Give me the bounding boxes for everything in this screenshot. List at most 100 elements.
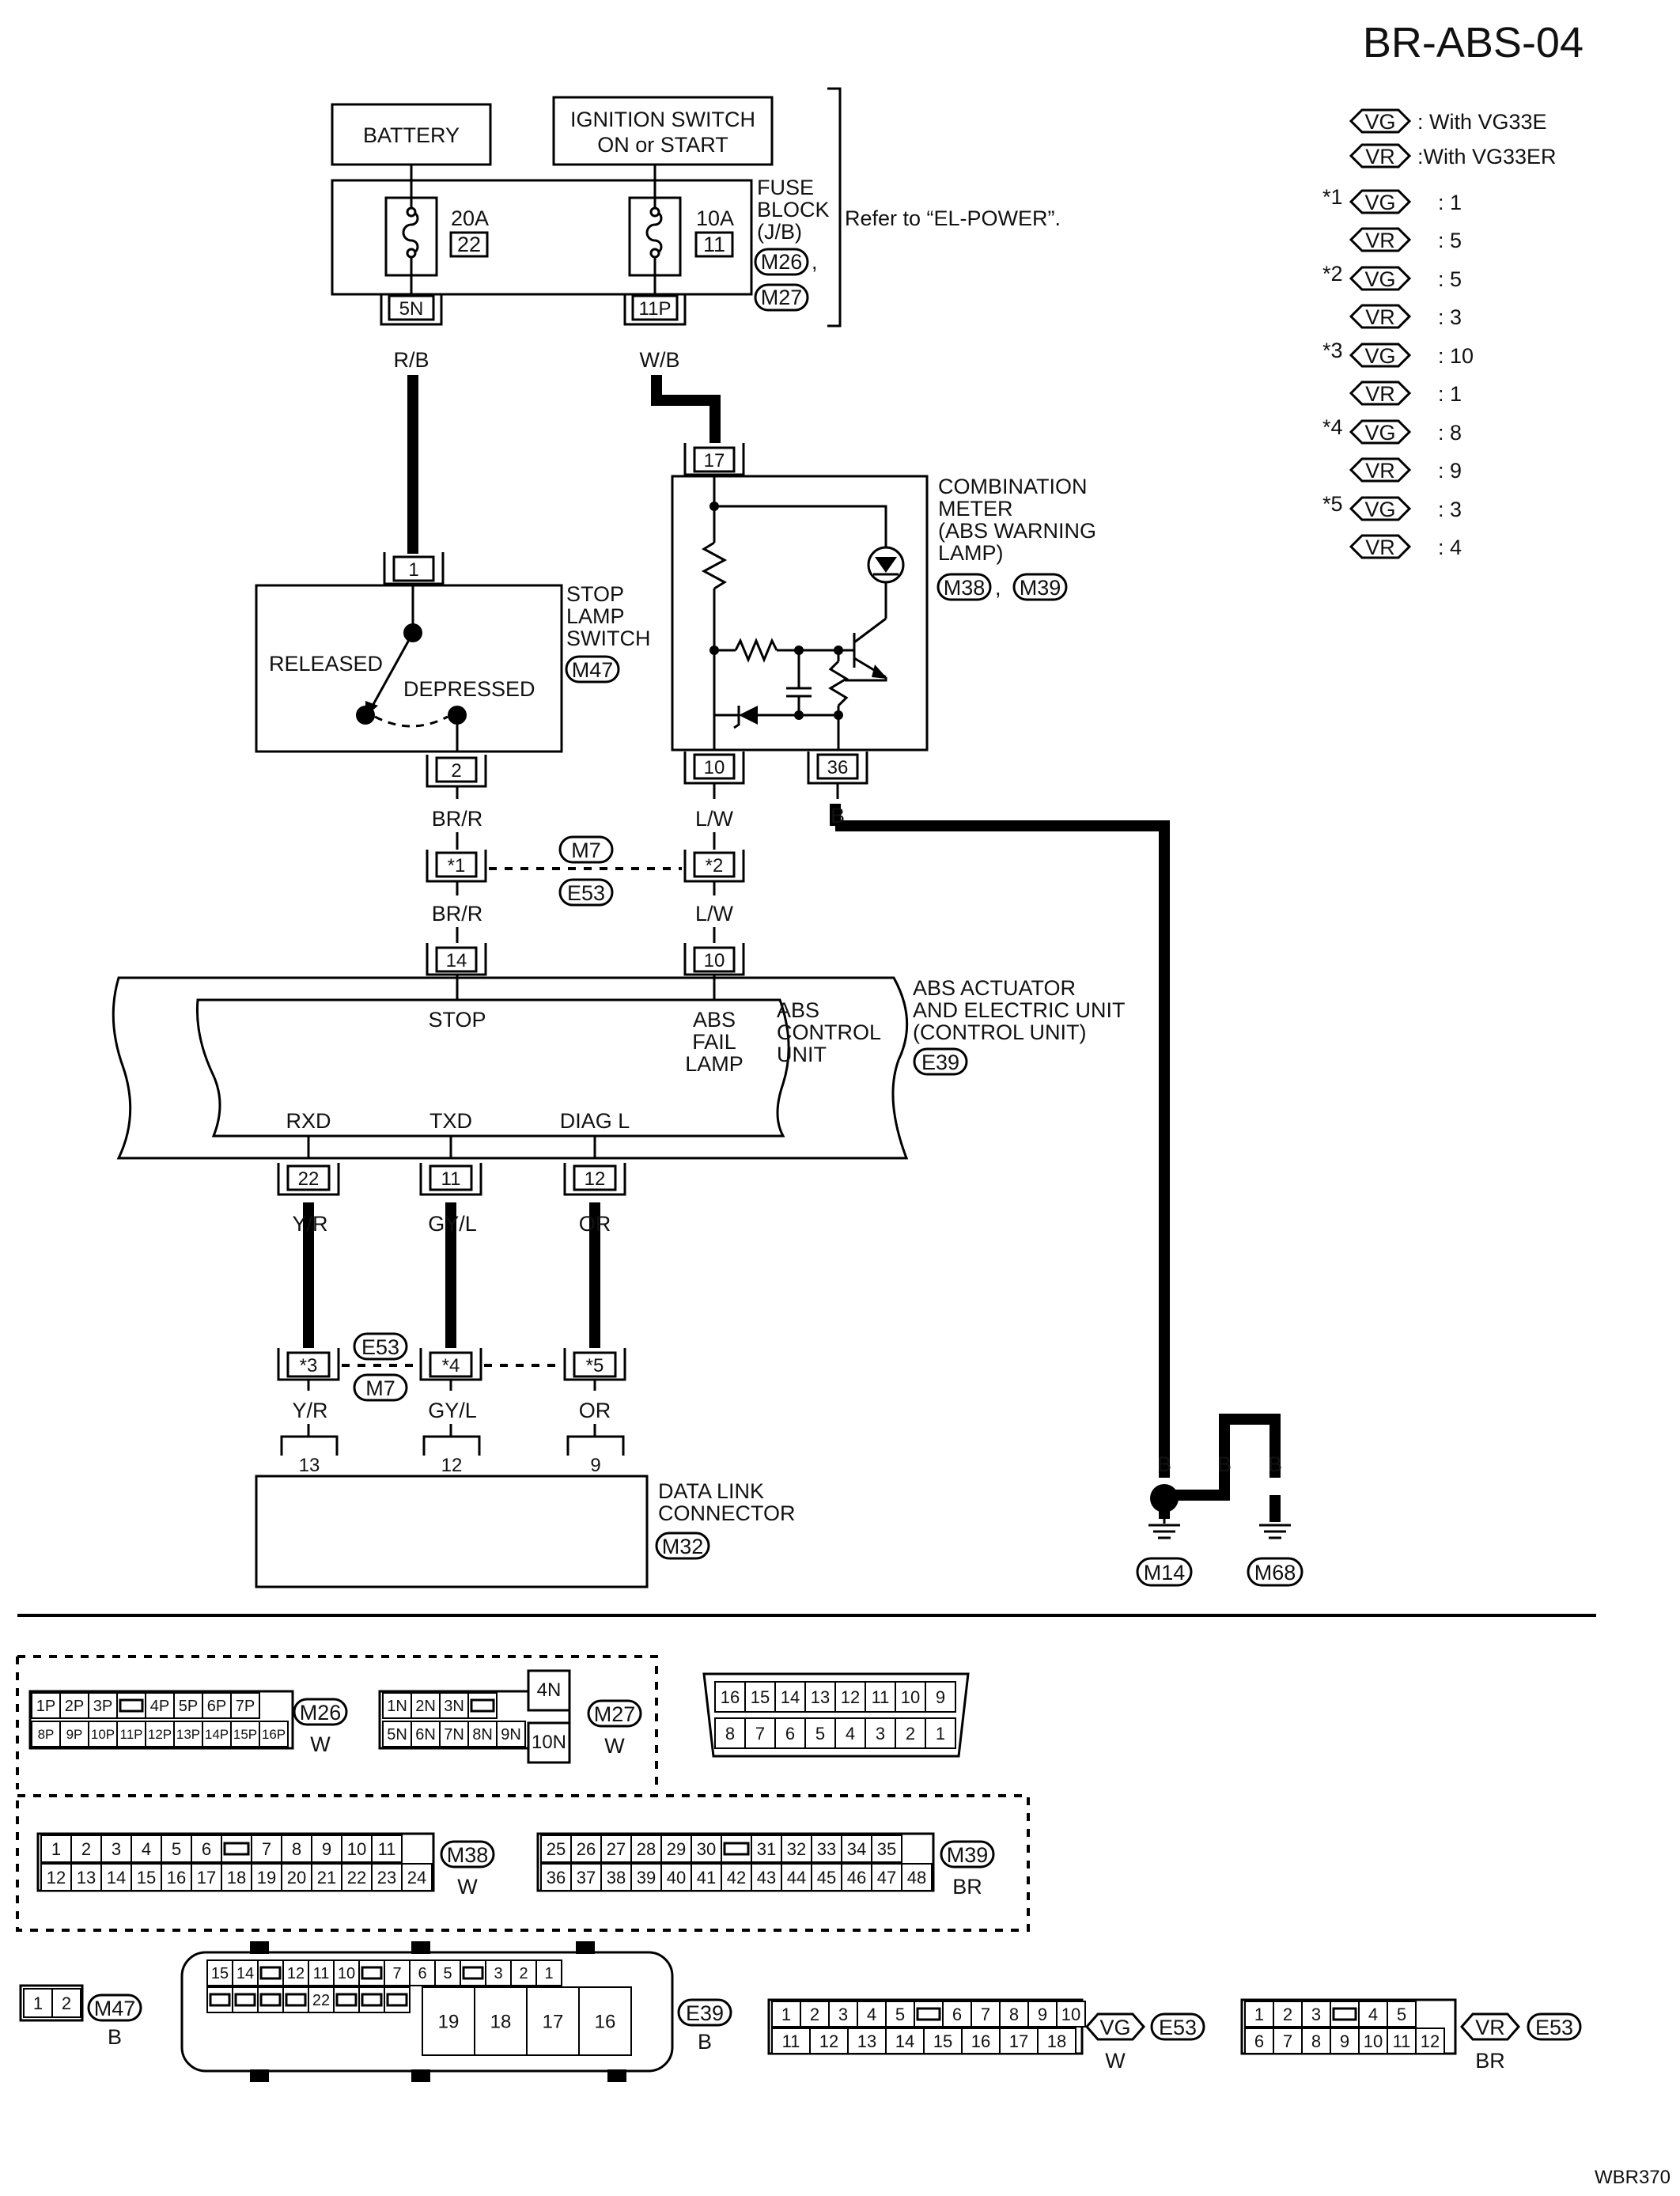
pin-label: 2N (415, 1698, 436, 1715)
pin-label: 6 (785, 1724, 795, 1744)
svg-text:*1: *1 (448, 855, 466, 877)
meter-label-3: (ABS WARNING (938, 519, 1096, 543)
wire-label-br-r-2: BR/R (432, 902, 483, 926)
pin-cell (173, 1692, 203, 1719)
pin-cell (535, 1959, 562, 1986)
fuse-block-label-1: FUSE (757, 176, 814, 199)
pin-cell (1273, 2028, 1303, 2054)
pin-cell (857, 2001, 887, 2028)
wire-label-or-2: OR (579, 1399, 611, 1422)
pin-cell (834, 1717, 866, 1749)
meter-comma: , (995, 576, 1001, 600)
pin-label: 14 (107, 1868, 126, 1887)
terminal-5n: 5N (380, 294, 443, 326)
svg-text:M7: M7 (571, 839, 601, 862)
pin-label: 1 (33, 1993, 43, 2013)
pin-cell (1056, 2001, 1086, 2028)
pin-cell (333, 1959, 360, 1986)
svg-text:5N: 5N (399, 298, 424, 320)
pin-label: 43 (757, 1868, 776, 1887)
pin-cell (206, 1959, 233, 1986)
pin-cell (800, 2001, 830, 2028)
pin-label: 3P (93, 1698, 112, 1715)
pin-label: 4 (846, 1724, 855, 1744)
fuse-block-refer: Refer to “EL-POWER”. (845, 206, 1061, 230)
pin-key (723, 1842, 750, 1856)
stop-switch-label-2: LAMP (566, 604, 625, 628)
wire-label-y-r-2: Y/R (292, 1399, 327, 1422)
ignition-label-1: IGNITION SWITCH (570, 108, 755, 131)
svg-text:E53: E53 (567, 881, 605, 905)
svg-text:*4: *4 (442, 1355, 460, 1376)
pin-label: 10 (901, 1687, 920, 1707)
fuse-block-conn-m26: M26 (761, 250, 803, 274)
pin-label: 46 (847, 1868, 866, 1887)
terminal-abs-11: 11 (419, 1163, 482, 1196)
pin-key (119, 1698, 144, 1713)
pin-cell (251, 1863, 282, 1891)
pin-cell (744, 1717, 776, 1749)
pin-cell (371, 1863, 403, 1891)
pin-label: 47 (877, 1868, 896, 1887)
pin-label: 9 (1038, 2005, 1047, 2024)
pin-cell (311, 1863, 342, 1891)
pin-cell (401, 1863, 433, 1891)
resistor-icon (734, 638, 778, 663)
legend-vr-tag: VR (1365, 145, 1395, 168)
pin-label: 8 (292, 1839, 301, 1859)
pin-cell (409, 1959, 436, 1986)
stop-switch-label-1: STOP (566, 582, 624, 606)
pin-label: 3 (838, 2005, 848, 2024)
meter-conn-m39: M39 (1020, 576, 1061, 600)
pin-label: 8 (725, 1724, 735, 1744)
svg-text:*5: *5 (586, 1355, 604, 1376)
pin-label: 14P (205, 1727, 229, 1742)
pin-cell (526, 1986, 580, 2056)
pin-label: 12 (287, 1965, 305, 1982)
pin-label: 28 (637, 1839, 656, 1859)
pin-label: 10P (91, 1727, 115, 1742)
fuse-20a-icon (402, 198, 419, 275)
svg-text:M27: M27 (594, 1702, 636, 1726)
pin-label: 11 (1393, 2031, 1411, 2051)
pin-label: 13 (77, 1868, 96, 1887)
pin-cell (895, 1681, 926, 1713)
pin-label: 8P (38, 1727, 55, 1742)
wire-label-b-meter: B (831, 804, 845, 827)
pin-cell (1358, 2001, 1388, 2028)
pin-cell (751, 1863, 782, 1891)
abs-pin-rxd: RXD (286, 1109, 331, 1133)
pin-label: 18 (227, 1868, 246, 1887)
pin-cell (570, 1863, 602, 1891)
pin-cell (1273, 2001, 1303, 2028)
svg-text:BR: BR (952, 1875, 982, 1899)
pin-label: 5 (172, 1839, 181, 1859)
pin-label: 1 (781, 2005, 791, 2024)
pin-label: 15 (933, 2031, 952, 2051)
pin-cell (259, 1721, 289, 1747)
pin-cell (971, 2001, 1001, 2028)
abs-control-label-2: CONTROL (777, 1020, 881, 1044)
pin-label: 21 (317, 1868, 336, 1887)
pin-label: 17 (543, 2012, 564, 2033)
fuse-block-conn-m27: M27 (761, 286, 803, 309)
svg-text:B: B (698, 2030, 712, 2054)
svg-text:M7: M7 (365, 1376, 395, 1400)
pin-key (209, 1993, 231, 2007)
pin-label: 4 (1368, 2005, 1378, 2024)
pin-label: 6P (207, 1698, 226, 1715)
pin-label: 2 (81, 1839, 91, 1859)
pin-cell (51, 1988, 81, 2018)
svg-text:E53: E53 (361, 1335, 399, 1359)
pin-cell (467, 1721, 498, 1747)
wire-label-b-3: B (1268, 1452, 1282, 1476)
wire-label-b-2: B (1217, 1452, 1232, 1476)
pin-cell (834, 1681, 866, 1713)
dlc-label-1: DATA LINK (658, 1479, 764, 1503)
pin-label: 29 (667, 1839, 686, 1859)
